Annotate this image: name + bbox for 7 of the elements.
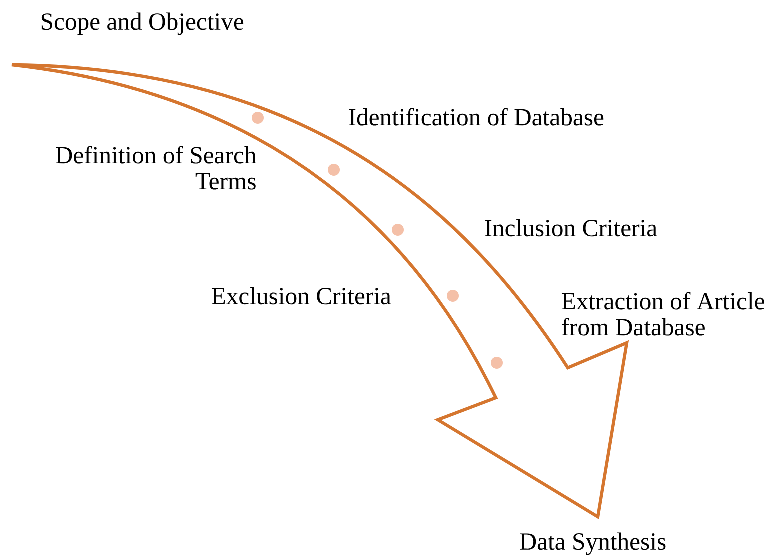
step-label: Scope and Objective [42, 12, 244, 36]
step-label: Definition of Search Terms [56, 146, 256, 190]
step-label: Inclusion Criteria [485, 219, 658, 237]
step-label: Extraction of Article from Database [562, 292, 764, 336]
step-label: Data Synthesis [520, 532, 666, 556]
step-label: Exclusion Criteria [212, 287, 392, 305]
step-label: Identification of Database [349, 108, 604, 126]
